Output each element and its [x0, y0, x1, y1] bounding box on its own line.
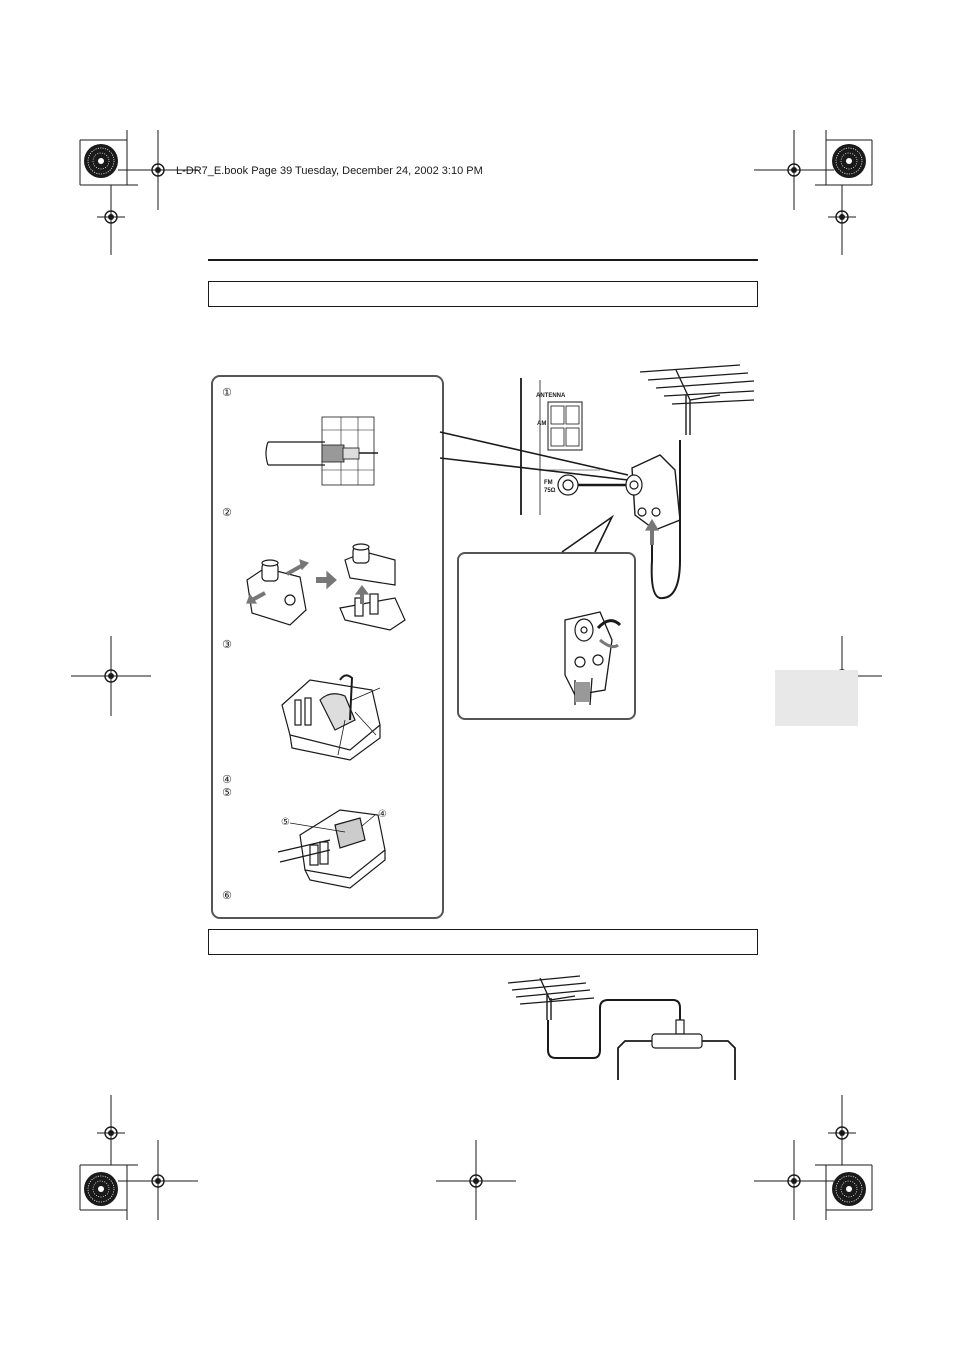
antenna-splitter-illustration	[507, 975, 736, 1080]
antenna-label: ANTENNA	[536, 393, 566, 399]
plug-assembly-panel	[211, 375, 444, 919]
plug-terminal-detail-illustration	[564, 611, 622, 706]
header-rule	[208, 259, 758, 261]
fm-ohm-label: 75Ω	[544, 488, 556, 494]
plug-opening-illustration	[246, 543, 406, 631]
step-4-number: ④	[222, 774, 232, 786]
cable-crimping-illustration	[277, 809, 386, 889]
step-1-number: ①	[222, 387, 232, 399]
step-5-number: ⑤	[222, 787, 232, 799]
coax-cable-stripping-illustration	[265, 416, 378, 486]
section-title-bar-top	[208, 281, 758, 307]
am-label: AM	[537, 421, 547, 427]
terminal-detail-popout	[457, 552, 636, 720]
callout-5: ⑤	[281, 817, 290, 828]
cable-insertion-illustration	[281, 674, 381, 761]
receiver-back-panel-illustration	[520, 378, 628, 515]
fm-label: FM	[544, 480, 553, 486]
fm-antenna-plug-illustration	[625, 454, 681, 531]
step-3-number: ③	[222, 639, 232, 651]
step-2-number: ②	[222, 507, 232, 519]
chapter-side-tab	[775, 670, 858, 726]
step-6-number: ⑥	[222, 890, 232, 902]
book-info-header: L-DR7_E.book Page 39 Tuesday, December 2…	[176, 165, 483, 177]
callout-4: ④	[378, 809, 387, 820]
fm-outdoor-antenna-illustration	[639, 364, 755, 600]
section-title-bar-bottom	[208, 929, 758, 955]
